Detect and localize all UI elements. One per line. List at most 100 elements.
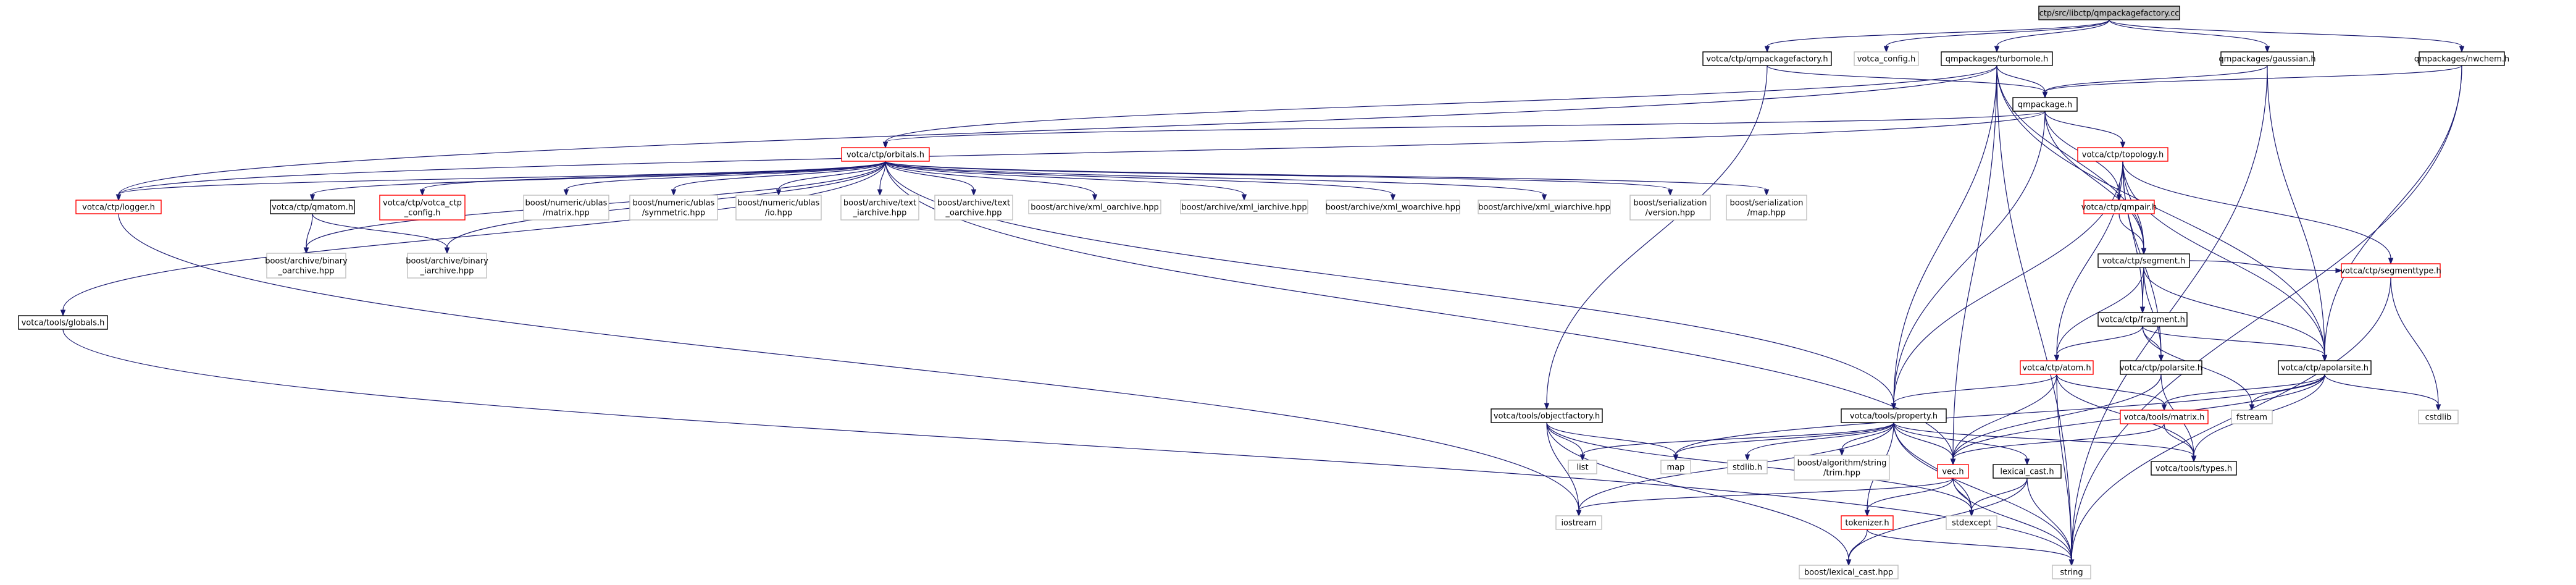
edge-line	[1848, 529, 1868, 560]
edge-line	[885, 161, 1394, 195]
edge-orbitals-to-xml_woarchive	[885, 161, 1396, 201]
edge-line	[118, 213, 1579, 511]
node-fstream: fstream	[2231, 410, 2273, 424]
edge-arrowhead	[115, 194, 122, 201]
node-nwchem[interactable]: qmpackages/nwchem.h	[2414, 51, 2509, 66]
node-box	[1555, 515, 1602, 530]
edge-tools_matrix-to-vec	[1950, 423, 2165, 466]
node-orbitals[interactable]: votca/ctp/orbitals.h	[841, 147, 930, 162]
edge-orbitals-to-xml_iarchive	[885, 161, 1247, 201]
node-stdlib: stdlib.h	[1727, 460, 1768, 474]
edge-line	[1893, 422, 2028, 460]
node-qmatom[interactable]: votca/ctp/qmatom.h	[270, 200, 355, 214]
node-root[interactable]: ctp/src/libctp/qmpackagefactory.cc	[2038, 6, 2180, 20]
node-box	[18, 315, 108, 330]
node-globals[interactable]: votca/tools/globals.h	[18, 315, 108, 330]
node-lexical-cast[interactable]: lexical_cast.h	[1993, 464, 2062, 479]
edge-line	[2109, 19, 2268, 47]
node-xml-oarchive: boost/archive/xml_oarchive.hpp	[1028, 200, 1161, 214]
node-label: map	[1667, 463, 1685, 473]
node-tokenizer[interactable]: tokenizer.h	[1841, 515, 1894, 530]
node-segment[interactable]: votca/ctp/segment.h	[2097, 253, 2190, 268]
edge-orbitals-to-qmatom	[309, 161, 886, 201]
node-qmpair[interactable]: votca/ctp/qmpair.h	[2081, 200, 2157, 214]
node-box	[2120, 360, 2202, 375]
edge-apolarsite-to-cstdlib	[2324, 374, 2441, 411]
node-segmenttype[interactable]: votca/ctp/segmenttype.h	[2340, 263, 2441, 278]
edge-arrowhead	[1541, 194, 1547, 201]
edge-line	[1893, 111, 2046, 404]
edge-line	[1893, 422, 2072, 560]
node-box	[266, 253, 346, 279]
node-gaussian[interactable]: qmpackages/gaussian.h	[2218, 51, 2316, 66]
edge-line	[885, 65, 1997, 143]
node-tools-matrix[interactable]: votca/tools/matrix.h	[2120, 410, 2209, 424]
node-turbomole[interactable]: qmpackages/turbomole.h	[1941, 51, 2053, 66]
node-property[interactable]: votca/tools/property.h	[1841, 408, 1947, 423]
edge-apolarsite-to-fstream	[2249, 374, 2325, 411]
node-label: vec.h	[1942, 468, 1963, 477]
node-label: boost/archive/xml_oarchive.hpp	[1031, 203, 1159, 213]
node-box	[735, 195, 822, 221]
edge-arrowhead	[1846, 559, 1852, 566]
node-qmpackage[interactable]: qmpackage.h	[2012, 97, 2078, 112]
node-fragment[interactable]: votca/ctp/fragment.h	[2097, 312, 2188, 327]
edge-line	[1952, 423, 2165, 460]
node-objectfactory[interactable]: votca/tools/objectfactory.h	[1491, 408, 1603, 423]
edge-line	[885, 161, 1767, 190]
edge-line	[2122, 161, 2143, 308]
edge-line	[1971, 478, 2028, 511]
node-ctp-config[interactable]: votca/ctp/votca_ctp_config.h	[379, 195, 466, 221]
node-label: /trim.hpp	[1823, 469, 1860, 478]
edge-line	[778, 161, 886, 190]
node-qmpf-h[interactable]: votca/ctp/qmpackagefactory.h	[1702, 51, 1832, 66]
edge-qmpackage-to-topology	[2044, 111, 2126, 149]
edge-line	[2122, 161, 2391, 259]
node-polarsite[interactable]: votca/ctp/polarsite.h	[2120, 360, 2202, 375]
edge-line	[2324, 374, 2439, 405]
edge-line	[673, 161, 886, 190]
node-box	[2097, 253, 2190, 268]
edge-line	[1546, 422, 1676, 455]
node-box	[934, 195, 1013, 221]
edge-property-to-stdlib	[1744, 422, 1894, 461]
edge-line	[1767, 65, 2046, 93]
edge-line	[118, 111, 2046, 195]
edge-arrowhead	[1241, 194, 1247, 201]
node-box	[2120, 410, 2209, 424]
node-types[interactable]: votca/tools/types.h	[2151, 461, 2237, 476]
node-label: /io.hpp	[765, 209, 793, 218]
node-box	[2020, 360, 2094, 375]
edge-line	[1546, 65, 1768, 404]
node-logger[interactable]: votca/ctp/logger.h	[75, 200, 162, 214]
edge-arrowhead	[563, 189, 569, 196]
node-bin-iarchive: boost/archive/binary_iarchive.hpp	[406, 253, 488, 279]
edge-arrowhead	[1839, 449, 1845, 457]
edge-arrowhead	[1576, 510, 1582, 517]
node-box	[1727, 460, 1768, 474]
edge-line	[2164, 423, 2194, 457]
node-atom[interactable]: votca/ctp/atom.h	[2020, 360, 2094, 375]
node-box	[1854, 51, 1919, 66]
edge-arrowhead	[2459, 46, 2465, 53]
edge-orbitals-to-xml_oarchive	[885, 161, 1098, 201]
node-apolarsite[interactable]: votca/ctp/apolarsite.h	[2278, 360, 2372, 375]
edge-qmatom-to-bin_iarchive	[312, 213, 450, 255]
node-label: _iarchive.hpp	[853, 209, 907, 218]
node-label: votca/ctp/fragment.h	[2100, 316, 2185, 325]
edge-arrowhead	[419, 189, 425, 196]
edge-line	[885, 111, 2046, 143]
edge-line	[1893, 422, 2194, 457]
edge-arrowhead	[2435, 404, 2441, 411]
edge-turbomole-to-vec	[1950, 65, 1997, 466]
edge-orbitals-to-ublas_sym	[671, 161, 886, 196]
node-vec[interactable]: vec.h	[1937, 464, 1969, 479]
node-label: votca/ctp/topology.h	[2082, 151, 2164, 160]
edge-arrowhead	[882, 141, 889, 149]
node-label: stdexcept	[1952, 519, 1991, 528]
node-box	[1028, 200, 1161, 214]
node-box	[1568, 460, 1597, 474]
node-topology[interactable]: votca/ctp/topology.h	[2077, 147, 2168, 162]
node-xml-woarchive: boost/archive/xml_woarchive.hpp	[1326, 200, 1460, 214]
node-label: iostream	[1561, 519, 1596, 528]
